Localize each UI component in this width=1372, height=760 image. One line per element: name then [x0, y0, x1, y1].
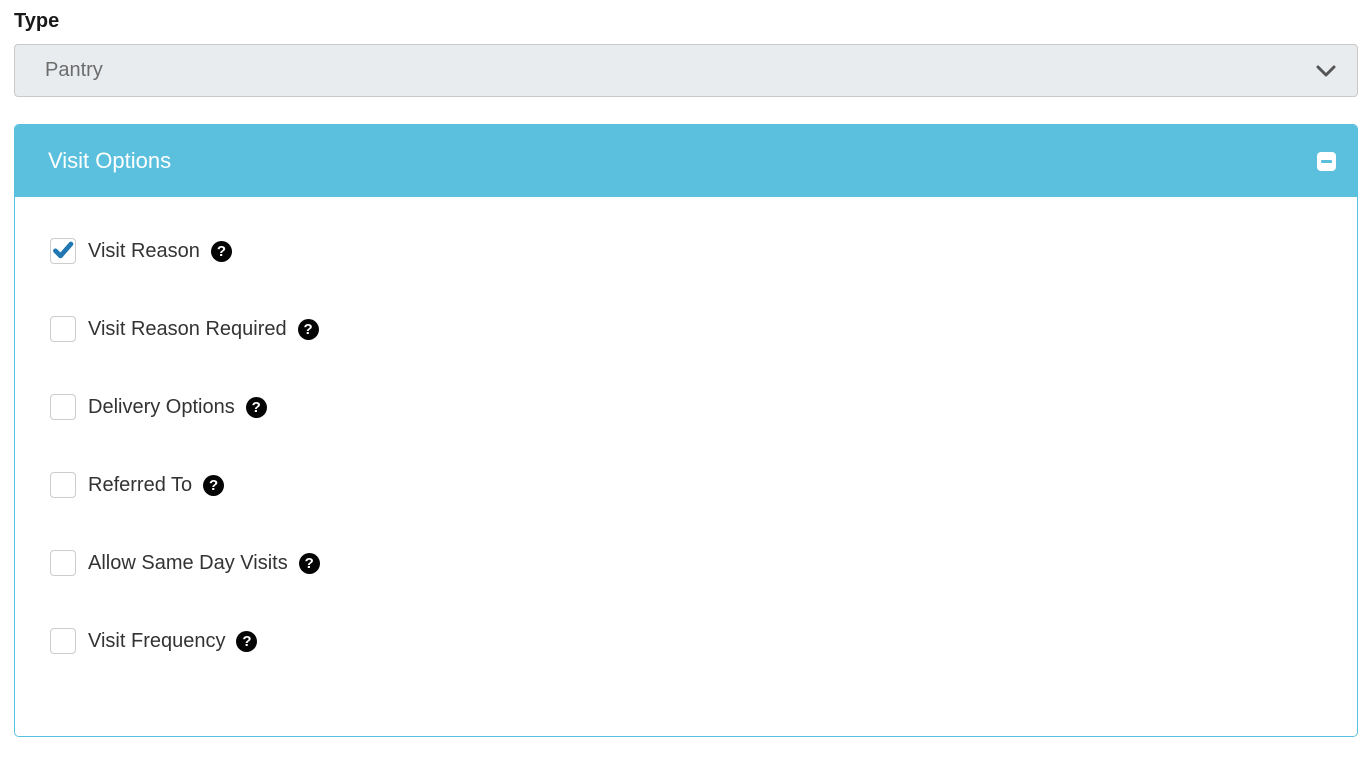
panel-body: Visit Reason ? Visit Reason Required ? D…	[15, 197, 1357, 736]
option-row: Allow Same Day Visits ?	[50, 550, 1337, 576]
delivery-options-label[interactable]: Delivery Options	[88, 396, 235, 418]
option-row: Visit Reason Required ?	[50, 316, 1337, 342]
question-circle-icon[interactable]: ?	[210, 240, 232, 262]
option-row: Referred To ?	[50, 472, 1337, 498]
visit-frequency-label[interactable]: Visit Frequency	[88, 630, 226, 652]
visit-reason-label[interactable]: Visit Reason	[88, 240, 200, 262]
visit-reason-checkbox[interactable]	[50, 238, 76, 264]
question-circle-icon[interactable]: ?	[236, 630, 258, 652]
panel-title: Visit Options	[48, 148, 172, 173]
type-select[interactable]: Pantry	[14, 44, 1358, 97]
question-circle-icon[interactable]: ?	[203, 474, 225, 496]
option-row: Visit Reason ?	[50, 238, 1337, 264]
visit-reason-required-label[interactable]: Visit Reason Required	[88, 318, 287, 340]
allow-same-day-visits-label[interactable]: Allow Same Day Visits	[88, 552, 288, 574]
option-row: Visit Frequency ?	[50, 628, 1337, 654]
minus-square-icon	[1317, 151, 1336, 171]
type-select-value: Pantry	[45, 59, 103, 81]
question-circle-icon[interactable]: ?	[298, 552, 320, 574]
referred-to-label[interactable]: Referred To	[88, 474, 193, 496]
referred-to-checkbox[interactable]	[50, 472, 76, 498]
question-circle-icon[interactable]: ?	[245, 396, 267, 418]
visit-frequency-checkbox[interactable]	[50, 628, 76, 654]
option-row: Delivery Options ?	[50, 394, 1337, 420]
collapse-button[interactable]	[1317, 151, 1336, 171]
visit-options-panel: Visit Options Visit Reason ? Visit Reaso…	[14, 124, 1358, 737]
allow-same-day-visits-checkbox[interactable]	[50, 550, 76, 576]
panel-header: Visit Options	[15, 125, 1357, 197]
delivery-options-checkbox[interactable]	[50, 394, 76, 420]
visit-reason-required-checkbox[interactable]	[50, 316, 76, 342]
question-circle-icon[interactable]: ?	[297, 318, 319, 340]
chevron-down-icon	[1315, 64, 1337, 78]
type-label: Type	[14, 10, 60, 32]
